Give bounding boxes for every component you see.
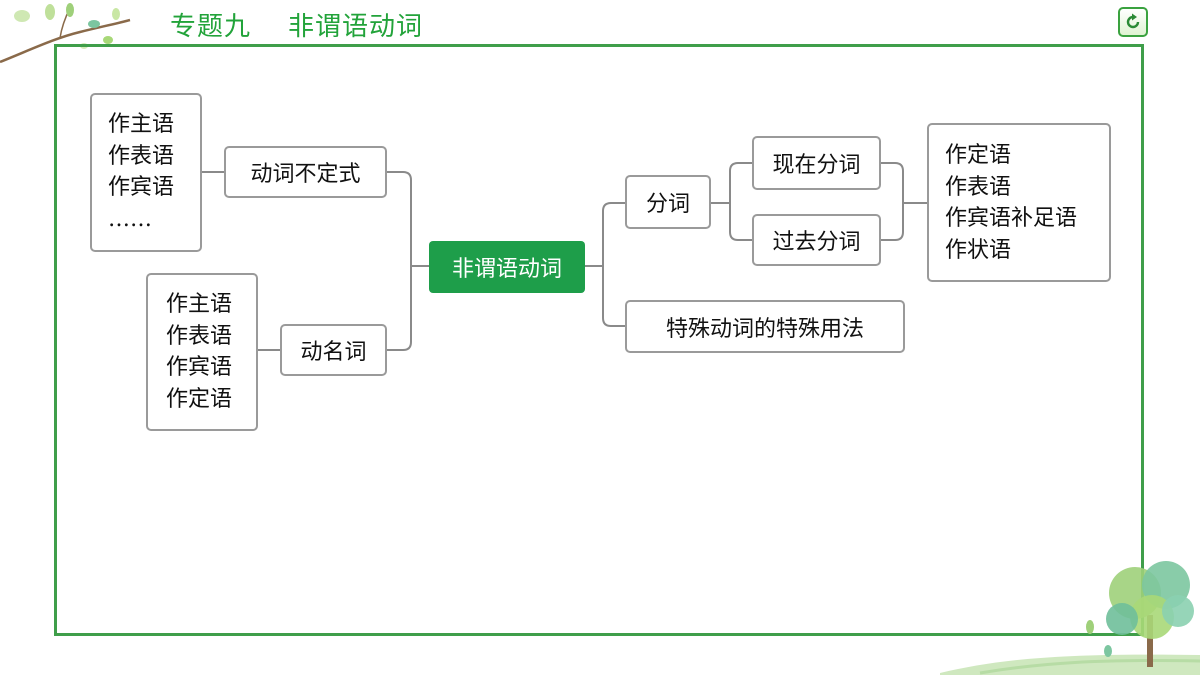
infinitive-use-item: 作表语: [108, 143, 175, 169]
return-arrow-icon: [1126, 13, 1140, 29]
infinitive-use-item: ……: [108, 206, 152, 232]
gerund-uses-box: 作主语 作表语 作宾语 作定语: [146, 273, 258, 431]
participle-node: 分词: [625, 175, 711, 229]
participle-use-item: 作定语: [945, 143, 1012, 168]
special-usage-node: 特殊动词的特殊用法: [625, 300, 905, 353]
participle-uses-box: 作定语 作表语 作宾语补足语 作状语: [927, 123, 1111, 282]
participle-use-item: 作状语: [945, 237, 1012, 263]
page-title: 专题九 非谓语动词: [170, 12, 424, 42]
infinitive-use-item: 作宾语: [108, 175, 175, 200]
present-participle-node: 现在分词: [752, 136, 881, 190]
participle-use-item: 作宾语补足语: [945, 206, 1078, 231]
infinitive-use-item: 作主语: [108, 112, 175, 137]
gerund-node: 动名词: [280, 324, 387, 376]
gerund-use-item: 作定语: [166, 386, 233, 412]
content-frame: [54, 44, 1144, 636]
tree-decoration: [940, 561, 1200, 675]
gerund-use-item: 作宾语: [166, 355, 233, 380]
past-participle-node: 过去分词: [752, 214, 881, 266]
infinitive-uses-box: 作主语 作表语 作宾语 ……: [90, 93, 202, 252]
gerund-use-item: 作表语: [166, 323, 233, 349]
infinitive-node: 动词不定式: [224, 146, 387, 198]
gerund-use-item: 作主语: [166, 292, 233, 317]
root-node: 非谓语动词: [429, 241, 585, 293]
back-button[interactable]: [1118, 7, 1148, 37]
participle-use-item: 作表语: [945, 174, 1012, 200]
